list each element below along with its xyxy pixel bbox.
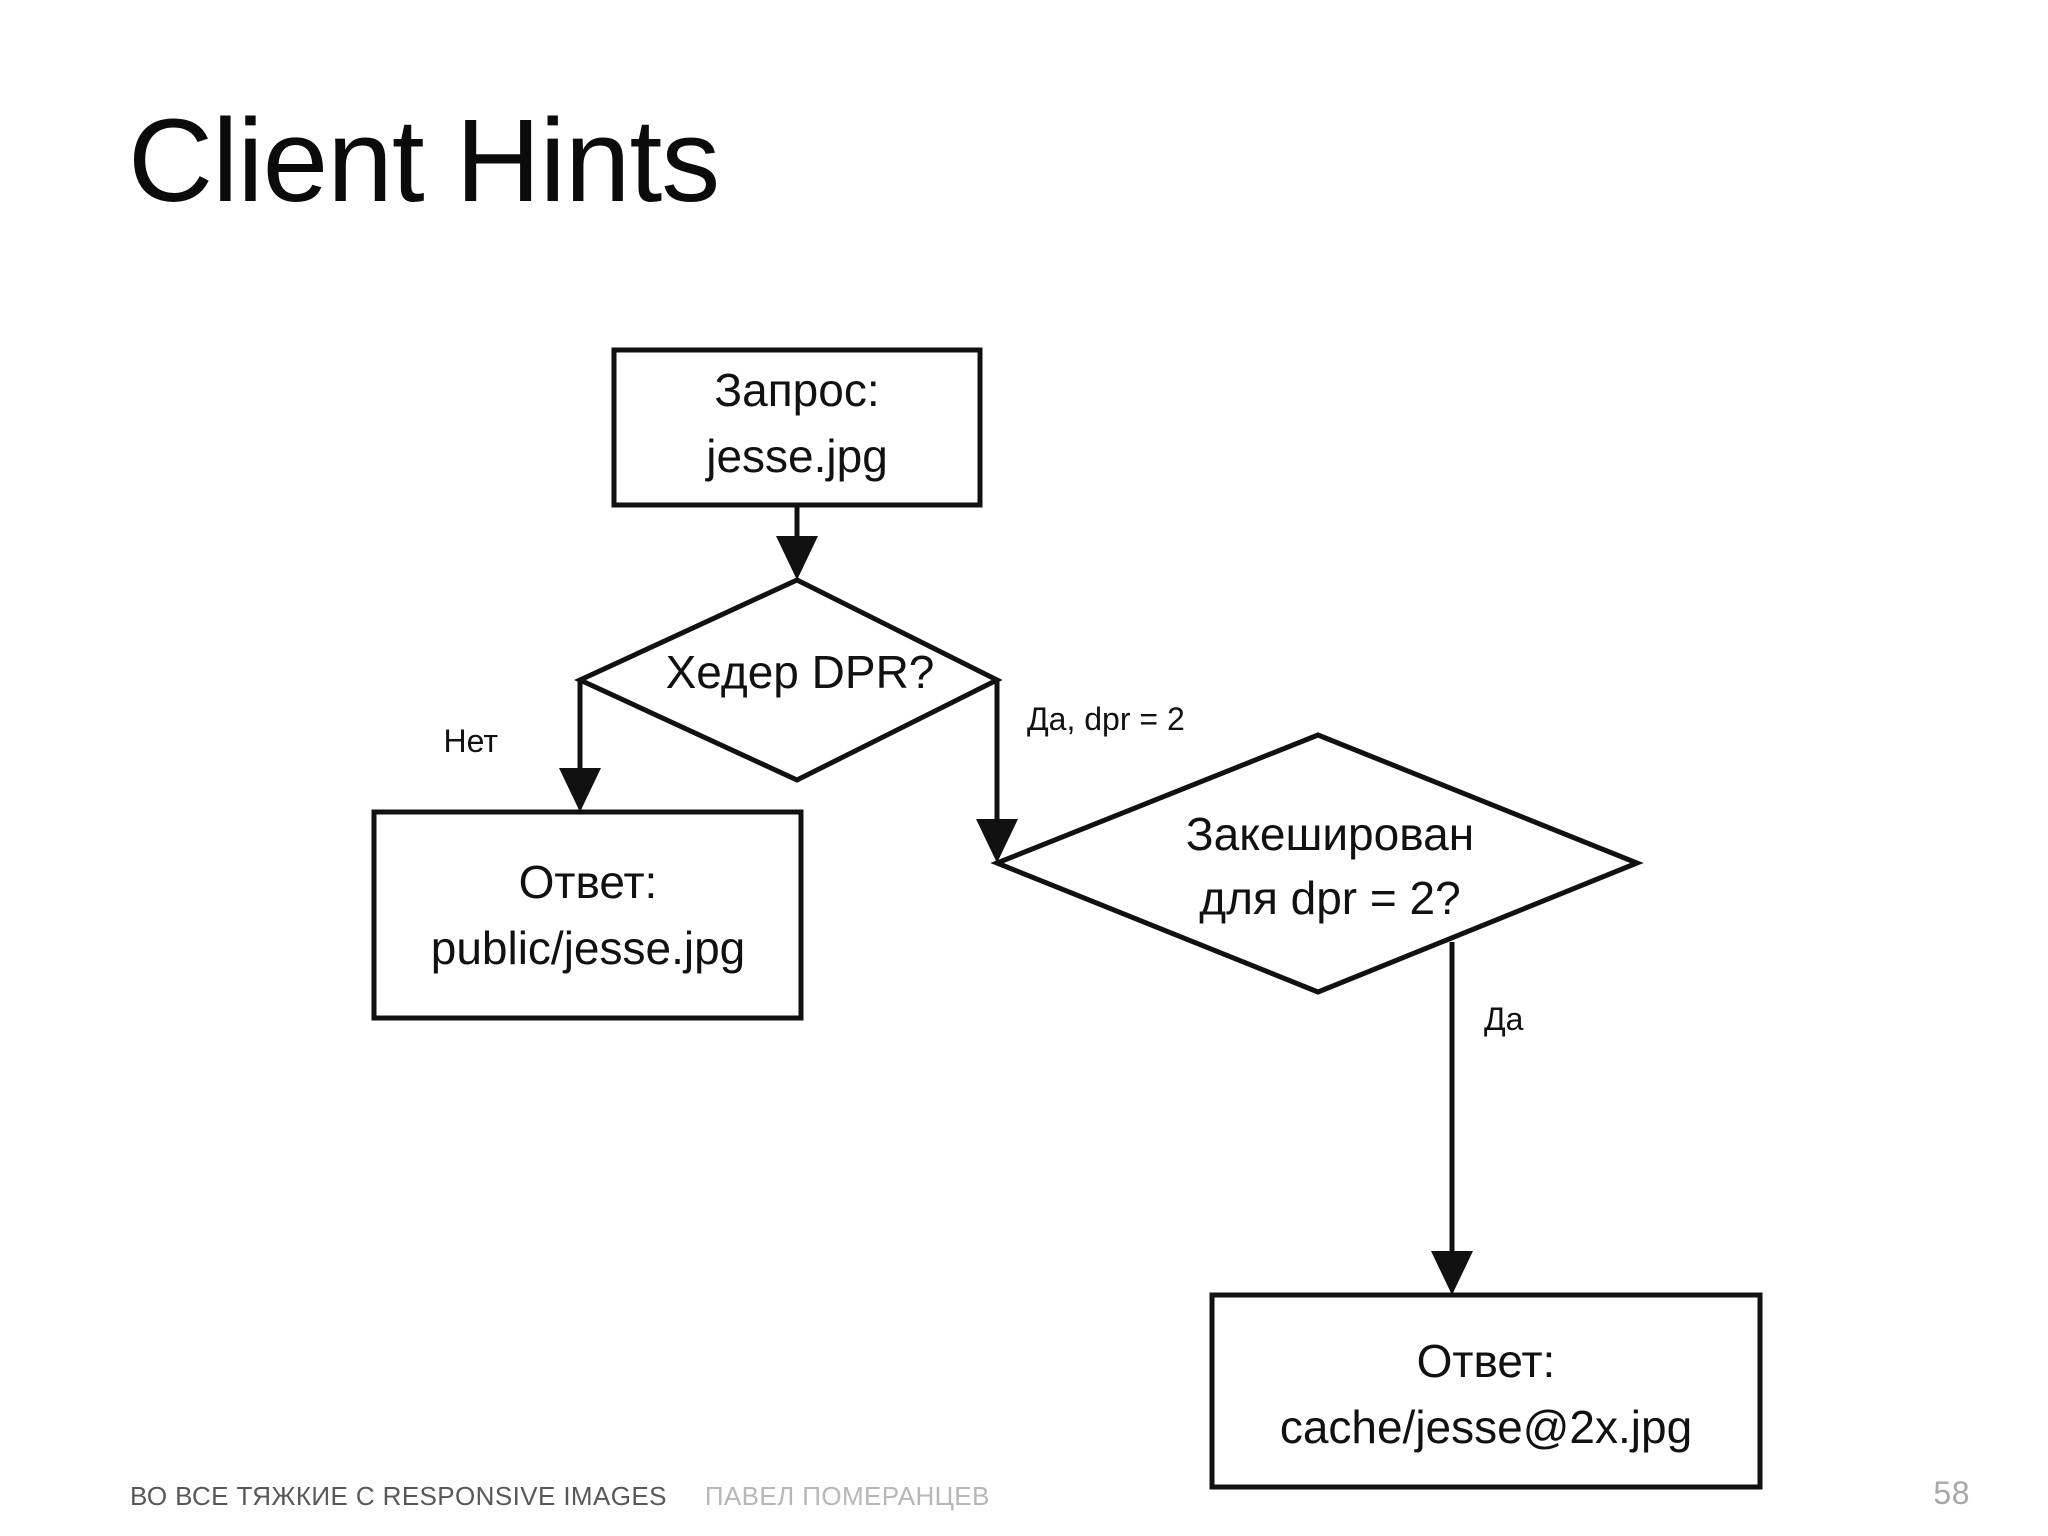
flow-node-dpr-header-line1: Хедер DPR? <box>666 646 935 698</box>
edge-label-da: Да <box>1484 1001 1524 1037</box>
flow-node-response-public-line1: Ответ: <box>519 856 658 908</box>
arrowhead-icon <box>976 819 1018 863</box>
edge-cached-dpr2-to-response-cache: Да <box>1431 942 1524 1295</box>
flow-node-dpr-header[interactable]: Хедер DPR? <box>574 577 1003 783</box>
arrowhead-icon <box>776 536 818 580</box>
flow-node-response-public-line2: public/jesse.jpg <box>431 922 746 974</box>
flow-node-response-public[interactable]: Ответ: public/jesse.jpg <box>371 809 804 1021</box>
edge-label-net: Нет <box>444 723 499 759</box>
flow-node-response-cache-line2: cache/jesse@2x.jpg <box>1280 1401 1692 1453</box>
footer-author: ПАВЕЛ ПОМЕРАНЦЕВ <box>704 1481 990 1511</box>
flow-node-request-line1: Запрос: <box>714 364 879 416</box>
edge-request-to-dpr-header <box>776 505 818 580</box>
slide-footer: ВО ВСЕ ТЯЖКИЕ С RESPONSIVE IMAGES ПАВЕЛ … <box>130 1481 990 1512</box>
edge-dpr-header-to-response-public: Нет <box>444 680 601 812</box>
flow-node-request-line2: jesse.jpg <box>704 430 888 482</box>
page-number: 58 <box>1933 1475 1970 1511</box>
arrowhead-icon <box>559 768 601 812</box>
flow-node-cached-dpr2[interactable]: Закеширован для dpr = 2? <box>990 732 1644 995</box>
page-title: Client Hints <box>128 95 720 227</box>
flow-node-response-cache-line1: Ответ: <box>1417 1335 1556 1387</box>
edge-dpr-header-to-cached-dpr2: Да, dpr = 2 <box>976 680 1185 863</box>
flow-node-response-cache[interactable]: Ответ: cache/jesse@2x.jpg <box>1209 1292 1763 1490</box>
arrowhead-icon <box>1431 1251 1473 1295</box>
flow-node-request[interactable]: Запрос: jesse.jpg <box>611 347 983 508</box>
edge-label-da-dpr-2: Да, dpr = 2 <box>1027 701 1185 737</box>
footer-talk-title: ВО ВСЕ ТЯЖКИЕ С RESPONSIVE IMAGES <box>130 1481 667 1511</box>
flow-node-cached-dpr2-line1: Закеширован <box>1186 808 1474 860</box>
flow-node-cached-dpr2-line2: для dpr = 2? <box>1199 872 1460 924</box>
